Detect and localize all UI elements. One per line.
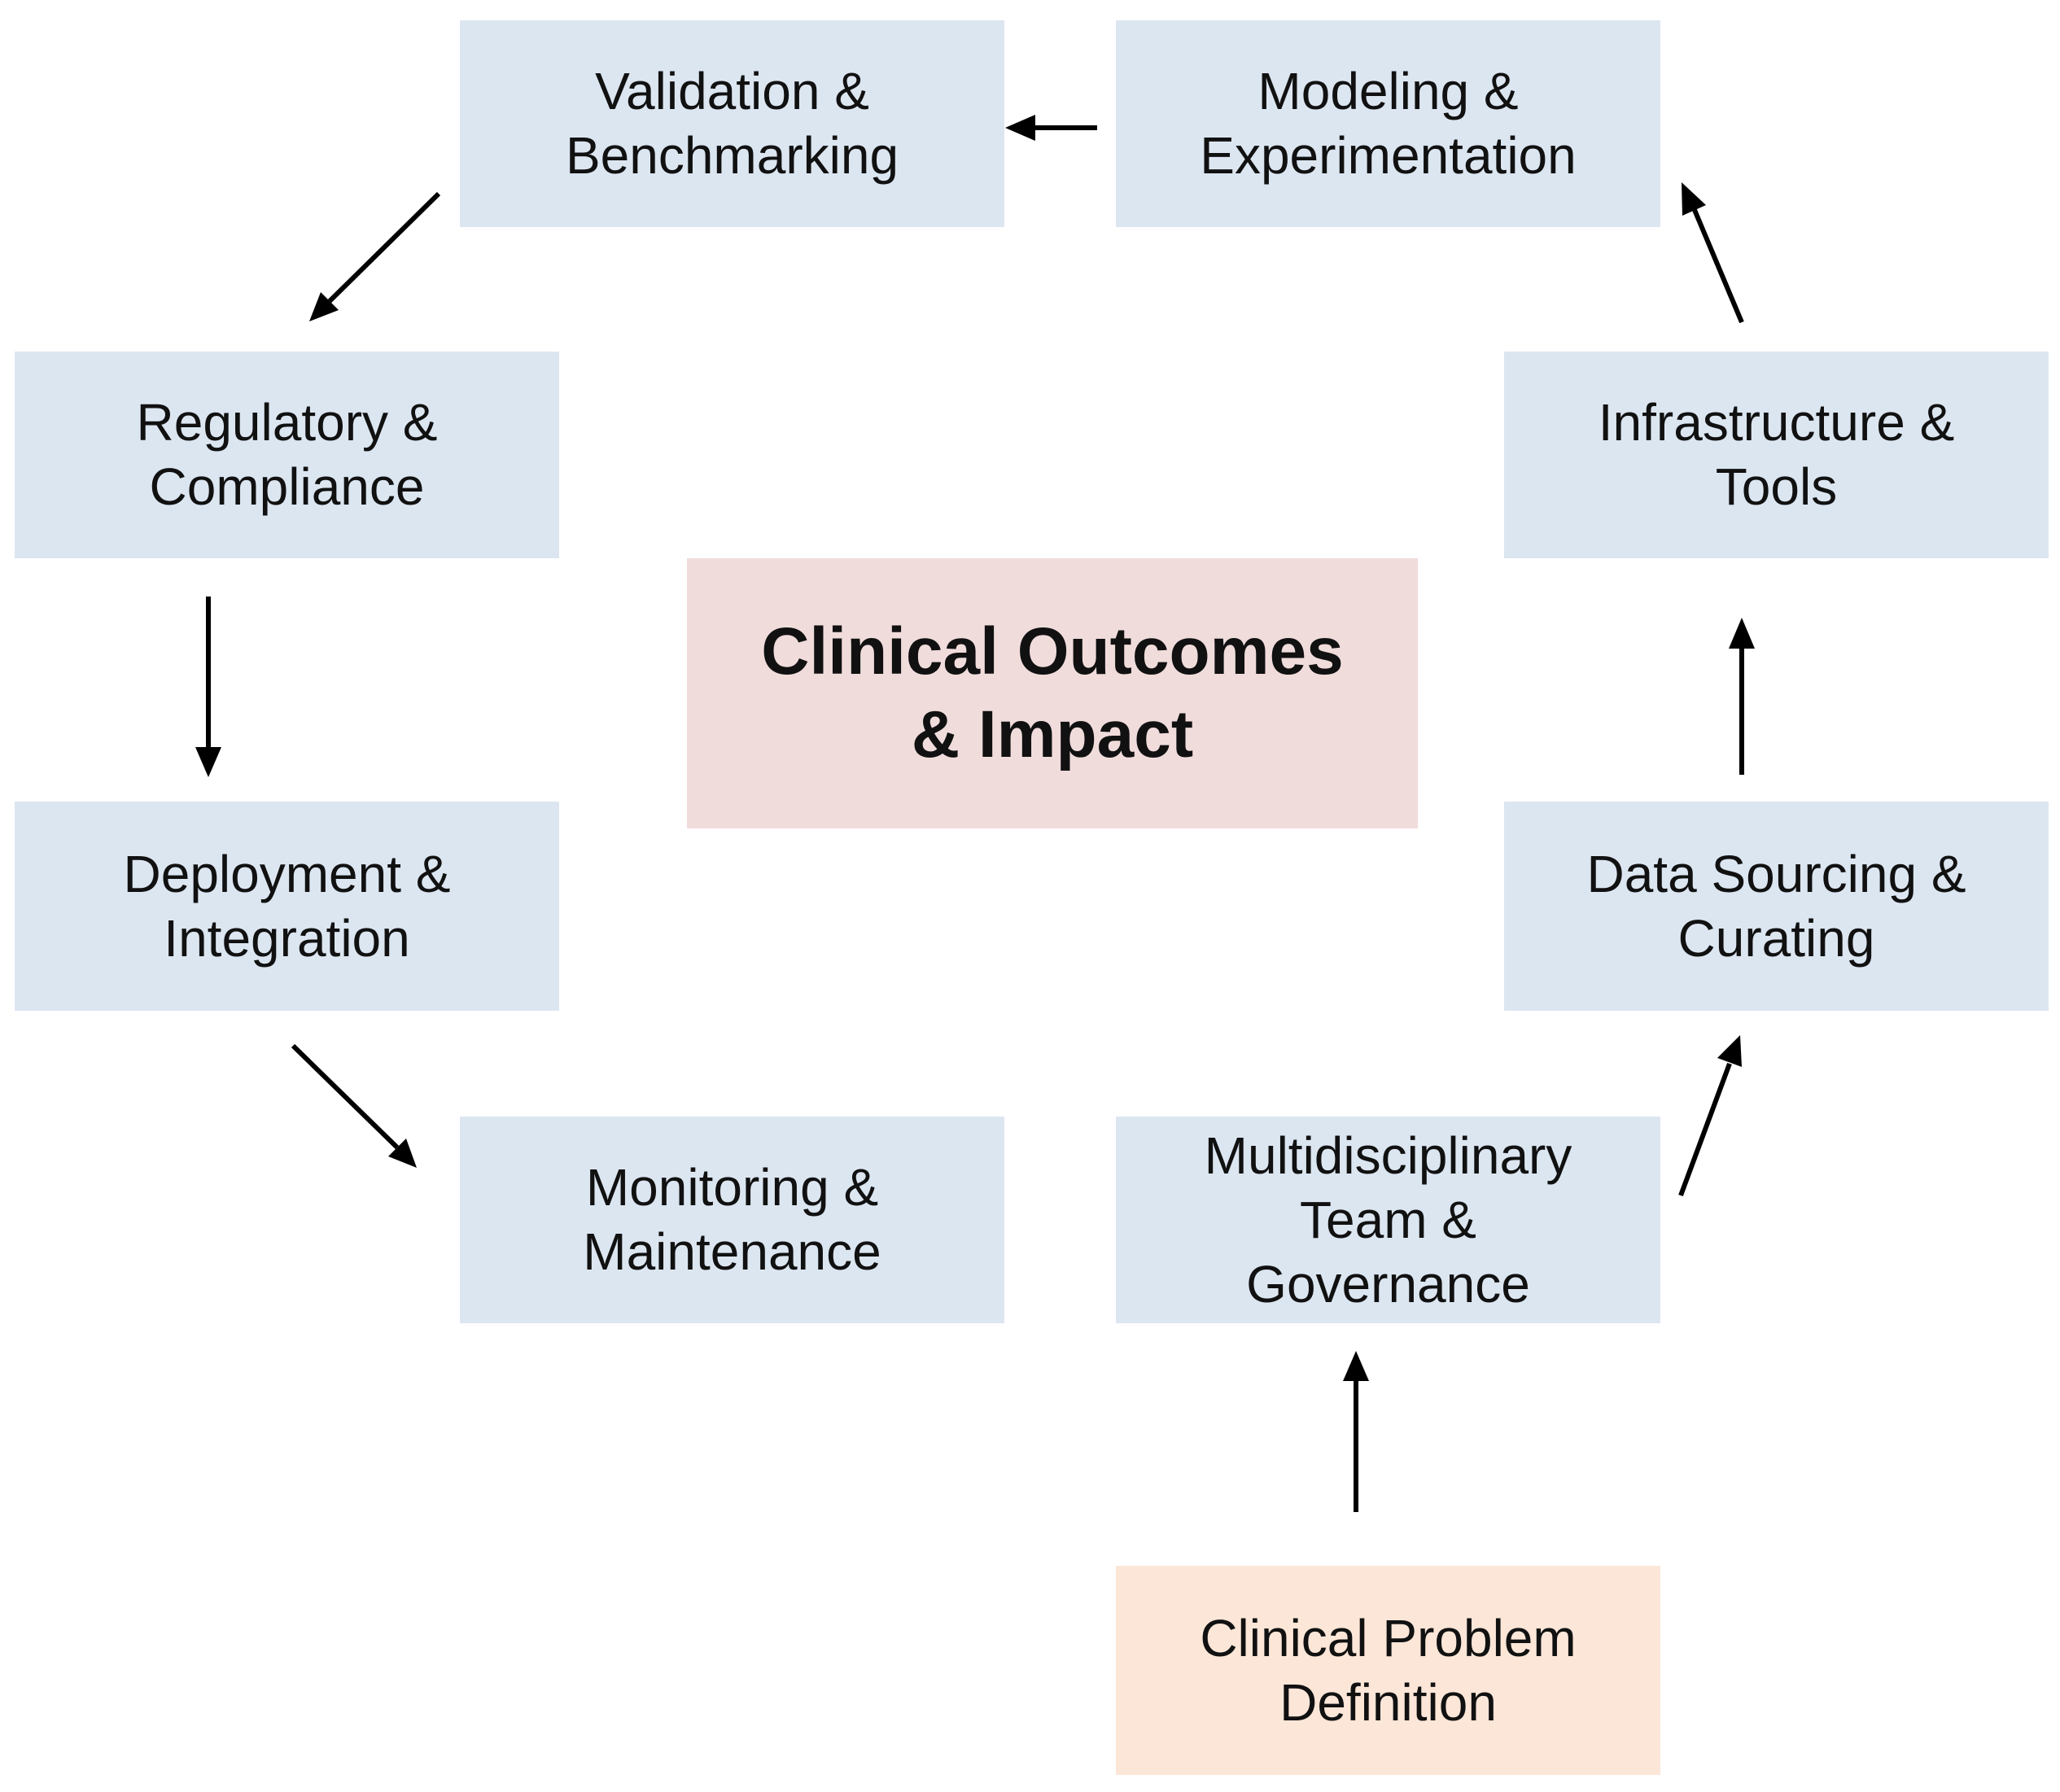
monitoring-line-2: Maintenance <box>583 1222 881 1281</box>
problem-line-2: Definition <box>1279 1672 1497 1732</box>
modeling-line-2: Experimentation <box>1200 126 1577 185</box>
team-line-2: Team & <box>1300 1190 1476 1249</box>
modeling-line-1: Modeling & <box>1257 62 1519 120</box>
data-sourcing-curating-box: Data Sourcing & Curating <box>1504 802 2049 1011</box>
clinical-problem-definition-box: Clinical Problem Definition <box>1116 1566 1660 1775</box>
center-line-1: Clinical Outcomes <box>761 614 1344 688</box>
data-sourcing-line-2: Curating <box>1677 908 1875 968</box>
monitoring-line-1: Monitoring & <box>585 1158 879 1217</box>
arrow-regulatory-to-deployment <box>195 597 221 777</box>
validation-line-1: Validation & <box>595 62 869 120</box>
monitoring-maintenance-box: Monitoring & Maintenance <box>460 1117 1004 1323</box>
infrastructure-line-1: Infrastructure & <box>1598 393 1955 452</box>
infrastructure-line-2: Tools <box>1715 457 1838 516</box>
infrastructure-tools-box: Infrastructure & Tools <box>1504 352 2049 558</box>
problem-line-1: Clinical Problem <box>1200 1608 1577 1667</box>
team-line-3: Governance <box>1246 1254 1530 1313</box>
data-sourcing-line-1: Data Sourcing & <box>1586 844 1966 903</box>
arrow-deployment-to-monitoring <box>291 1043 417 1168</box>
arrow-problem-to-team <box>1343 1351 1369 1512</box>
regulatory-line-1: Regulatory & <box>136 393 438 452</box>
center-line-2: & Impact <box>911 697 1194 771</box>
arrow-infrastructure-to-modeling <box>1682 182 1744 324</box>
arrow-team-to-data-sourcing <box>1678 1035 1742 1197</box>
regulatory-line-2: Compliance <box>149 457 425 516</box>
arrow-modeling-to-validation <box>1005 115 1097 141</box>
arrow-validation-to-regulatory <box>309 191 441 321</box>
regulatory-compliance-box: Regulatory & Compliance <box>15 352 559 558</box>
arrow-data-sourcing-to-infrastructure <box>1729 618 1755 775</box>
validation-benchmarking-box: Validation & Benchmarking <box>460 20 1004 227</box>
multidisciplinary-team-governance-box: Multidisciplinary Team & Governance <box>1116 1117 1660 1323</box>
team-line-1: Multidisciplinary <box>1204 1125 1572 1185</box>
clinical-outcomes-impact-box: Clinical Outcomes & Impact <box>687 558 1418 828</box>
validation-line-2: Benchmarking <box>565 126 899 185</box>
modeling-experimentation-box: Modeling & Experimentation <box>1116 20 1660 227</box>
deployment-line-1: Deployment & <box>123 844 451 903</box>
deployment-integration-box: Deployment & Integration <box>15 802 559 1011</box>
deployment-line-2: Integration <box>164 908 410 968</box>
